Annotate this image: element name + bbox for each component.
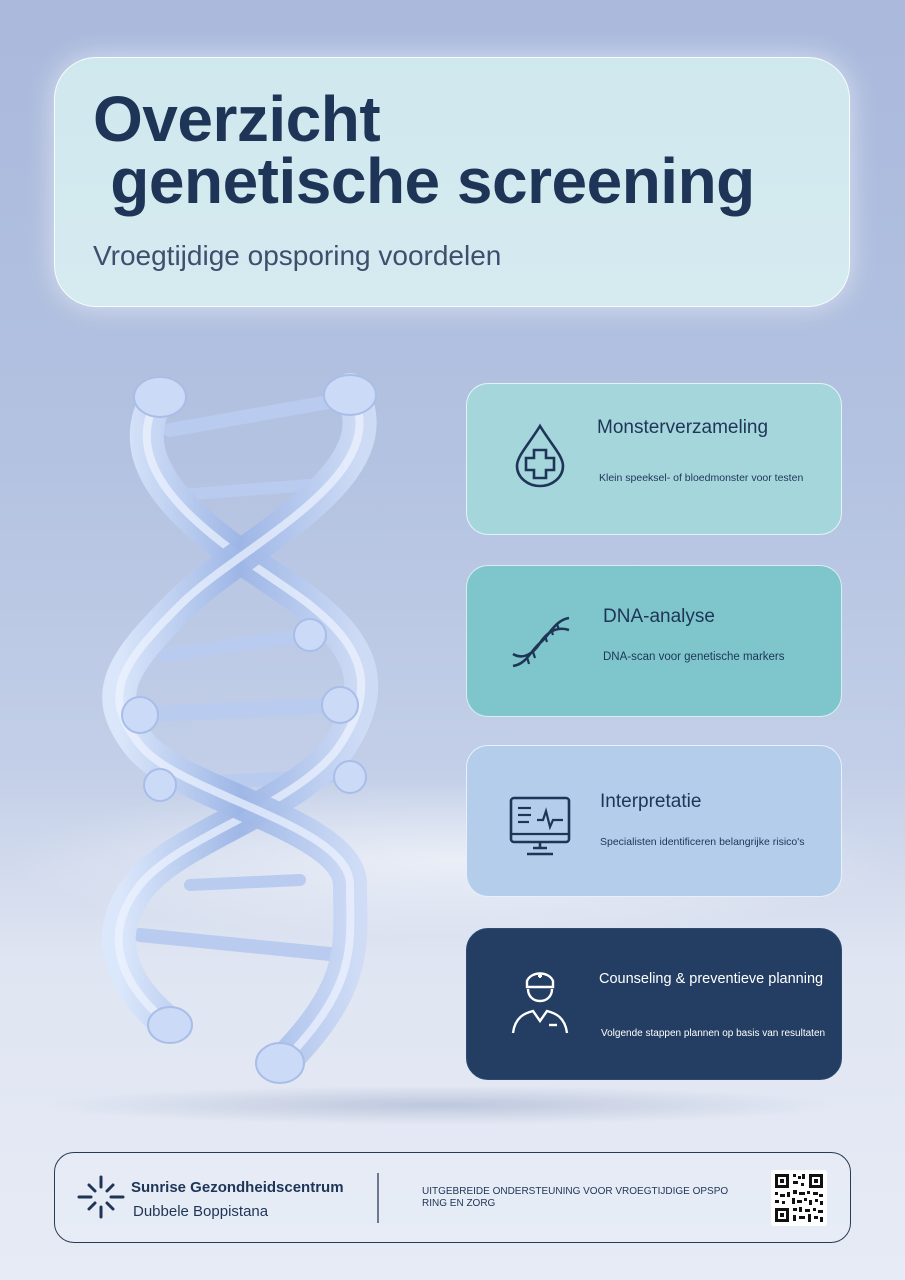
sunburst-logo-icon	[77, 1175, 125, 1219]
step-description: DNA-scan voor genetische markers	[603, 651, 785, 663]
step-title: Monsterverzameling	[597, 417, 769, 438]
monitor-icon	[509, 796, 571, 856]
organization-subtitle: Dubbele Boppistana	[133, 1203, 269, 1220]
step-description: Volgende stappen plannen op basis van re…	[601, 1028, 826, 1039]
floor-shadow	[40, 1085, 840, 1125]
step-card-sample-collection: Monsterverzameling Klein speeksel- of bl…	[466, 383, 842, 535]
step-title: Counseling & preventieve planning	[599, 971, 824, 987]
footer-tagline: UITGEBREIDE ONDERSTEUNING VOOR VROEGTIJD…	[422, 1186, 729, 1209]
blood-drop-icon	[515, 423, 565, 488]
step-description: Klein speeksel- of bloedmonster voor tes…	[599, 472, 804, 484]
dna-icon	[512, 616, 570, 668]
dna-helix-illustration	[101, 373, 379, 1084]
footer-bar: Sunrise Gezondheidscentrum Dubbele Boppi…	[54, 1152, 851, 1243]
nurse-icon	[511, 972, 569, 1034]
step-title: DNA-analyse	[603, 606, 715, 627]
step-card-dna-analysis: DNA-analyse DNA-scan voor genetische mar…	[466, 565, 842, 717]
step-card-interpretation: Interpretatie Specialisten identificeren…	[466, 745, 842, 897]
qr-code[interactable]	[771, 1170, 827, 1226]
organization-name: Sunrise Gezondheidscentrum	[131, 1179, 344, 1196]
step-description: Specialisten identificeren belangrijke r…	[600, 836, 805, 848]
step-card-counseling: Counseling & preventieve planning Volgen…	[466, 928, 842, 1080]
step-title: Interpretatie	[600, 791, 702, 812]
page-subtitle: Vroegtijdige opsporing voordelen	[93, 240, 502, 271]
page-title: Overzicht genetische screening	[93, 83, 755, 217]
footer-divider	[377, 1173, 379, 1223]
header-panel: Overzicht genetische screening Vroegtijd…	[54, 57, 850, 307]
